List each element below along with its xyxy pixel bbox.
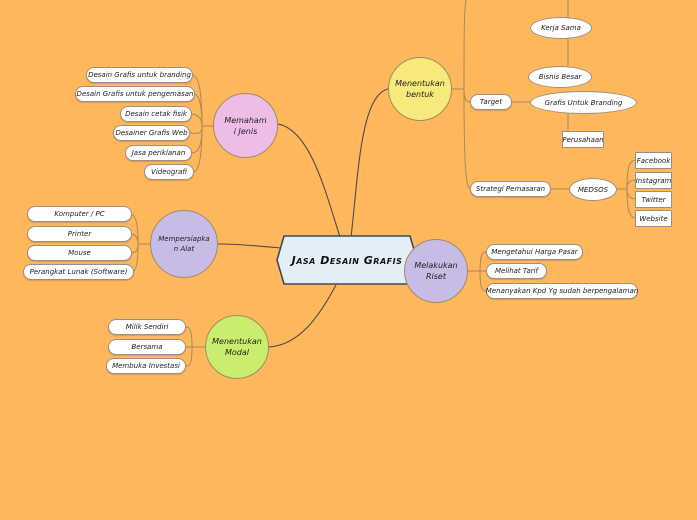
subtopic-website[interactable]: Website xyxy=(635,210,672,227)
subtopic-mengetahui-harga-pasar[interactable]: Mengetahui Harga Pasar xyxy=(486,244,583,260)
subtopic-facebook[interactable]: Facebook xyxy=(635,152,672,169)
subtopic-grafis-untuk-branding[interactable]: Grafis Untuk Branding xyxy=(530,91,637,114)
subtopic-perangkat-lunak[interactable]: Perangkat Lunak (Software) xyxy=(23,264,134,280)
subtopic-komputer-pc[interactable]: Komputer / PC xyxy=(27,206,132,222)
subtopic-membuka-investasi[interactable]: Membuka Investasi xyxy=(106,358,186,374)
subtopic-milik-sendiri[interactable]: Milik Sendiri xyxy=(108,319,186,335)
topic-label-line: Mempersiapka xyxy=(158,235,210,243)
topic-memahami-jenis[interactable]: Memaham i Jenis xyxy=(213,93,278,158)
topic-label-line: Melakukan xyxy=(414,261,458,270)
central-topic-label: Jasa Desain Grafis xyxy=(291,253,403,267)
subtopic-desain-grafis-branding[interactable]: Desain Grafis untuk branding xyxy=(86,67,193,83)
subtopic-instagram[interactable]: Instagram xyxy=(635,172,672,189)
subtopic-kerja-sama[interactable]: Kerja Sama xyxy=(530,17,592,39)
subtopic-bersama[interactable]: Bersama xyxy=(108,339,186,355)
subtopic-jasa-periklanan[interactable]: Jasa periklanan xyxy=(125,145,192,161)
topic-label-line: Modal xyxy=(224,348,249,357)
subtopic-medsos[interactable]: MEDSOS xyxy=(569,178,617,201)
subtopic-menanyakan-kpd-berpengalaman[interactable]: Menanyakan Kpd Yg sudah berpengalaman xyxy=(486,283,638,299)
topic-melakukan-riset[interactable]: Melakukan Riset xyxy=(404,239,468,303)
topic-mempersiapkan-alat[interactable]: Mempersiapka n Alat xyxy=(150,210,218,278)
subtopic-desain-cetak-fisik[interactable]: Desain cetak fisik xyxy=(120,106,192,122)
topic-label-line: Menentukan xyxy=(212,337,262,346)
topic-menentukan-modal[interactable]: Menentukan Modal xyxy=(205,315,269,379)
subtopic-twitter[interactable]: Twitter xyxy=(635,191,672,208)
subtopic-bisnis-besar[interactable]: Bisnis Besar xyxy=(528,66,592,88)
topic-label-line: Riset xyxy=(425,272,446,281)
central-topic[interactable]: Jasa Desain Grafis xyxy=(276,235,418,285)
subtopic-desain-grafis-pengemasan[interactable]: Desain Grafis untuk pengemasan xyxy=(75,86,195,102)
subtopic-perusahaan[interactable]: Perusahaan xyxy=(562,131,604,148)
subtopic-melihat-tarif[interactable]: Melihat Tarif xyxy=(486,263,547,279)
topic-label-line: i Jenis xyxy=(233,126,258,136)
subtopic-strategi-pemasaran[interactable]: Strategi Pemasaran xyxy=(470,181,551,197)
subtopic-videografi[interactable]: Videografi xyxy=(144,164,194,180)
topic-label-line: bentuk xyxy=(406,90,434,99)
topic-label-line: Memaham xyxy=(224,115,267,125)
subtopic-desainer-grafis-web[interactable]: Desainer Grafis Web xyxy=(113,125,190,141)
subtopic-mouse[interactable]: Mouse xyxy=(27,245,132,261)
topic-label-line: n Alat xyxy=(173,245,195,253)
subtopic-printer[interactable]: Printer xyxy=(27,226,132,242)
topic-label-line: Menentukan xyxy=(395,79,445,88)
subtopic-target[interactable]: Target xyxy=(470,94,512,110)
topic-menentukan-bentuk[interactable]: Menentukan bentuk xyxy=(388,57,452,121)
